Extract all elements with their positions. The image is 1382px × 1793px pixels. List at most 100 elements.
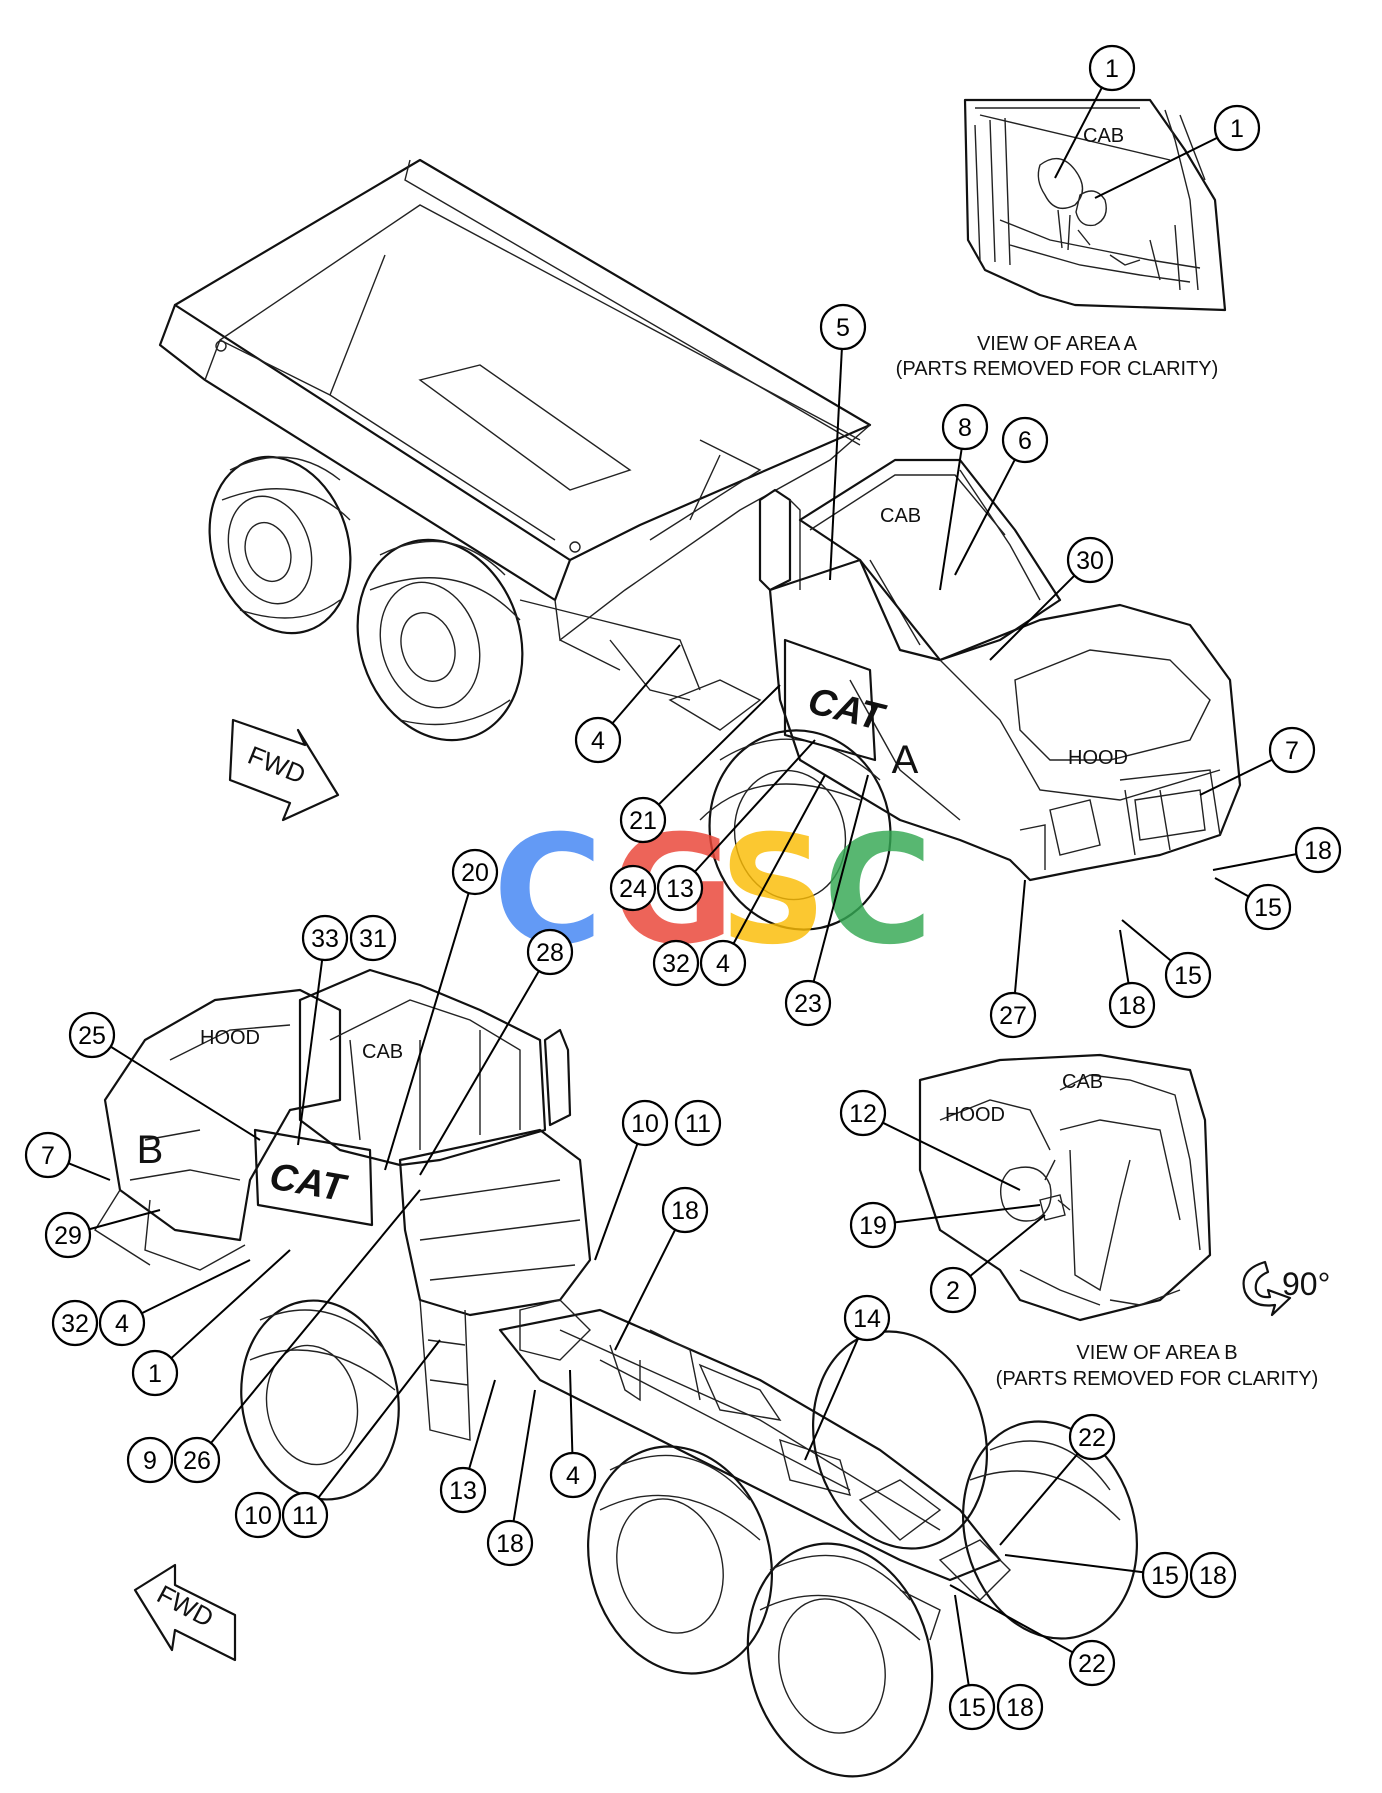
callout-bubble	[24, 1131, 72, 1179]
leader-line	[1004, 1554, 1144, 1574]
callout-bubble	[1066, 536, 1114, 584]
callout-bubble	[44, 1211, 92, 1259]
callout-bubble	[526, 928, 574, 976]
callout-number: 1	[1105, 55, 1119, 83]
callout-number: 19	[859, 1212, 887, 1240]
callout-bubble	[996, 1683, 1044, 1731]
callout-b-12: 12	[839, 1089, 887, 1137]
callout-number: 32	[662, 950, 690, 978]
callout-l-18b: 18	[486, 1519, 534, 1567]
callout-number: 30	[1076, 547, 1104, 575]
leader-line	[110, 1045, 261, 1141]
callout-number: 28	[536, 939, 564, 967]
callout-bubble	[486, 1519, 534, 1567]
leader-line	[141, 1259, 251, 1315]
callout-bubble	[941, 403, 989, 451]
upper-truck-drawing: CAB HOOD CAT A FWD	[158, 158, 1242, 931]
leader-line	[384, 892, 470, 1171]
callout-u-30: 30	[1066, 536, 1114, 584]
callout-bubble	[234, 1491, 282, 1539]
watermark-letter-c2: C	[823, 804, 933, 978]
callout-bubble	[1001, 416, 1049, 464]
leader-line	[170, 1249, 291, 1359]
callout-bubble	[301, 914, 349, 962]
callout-bubble	[1068, 1413, 1116, 1461]
callout-number: 18	[1199, 1562, 1227, 1590]
leader-line	[804, 1337, 860, 1461]
callout-l-15a: 15	[1141, 1551, 1189, 1599]
upper-cat-logo: CAT	[804, 680, 890, 740]
lower-area-b-marker: B	[137, 1128, 164, 1172]
callout-number: 10	[244, 1502, 272, 1530]
inset-a-cab-label: CAB	[1083, 125, 1124, 147]
callout-bubble	[574, 716, 622, 764]
callout-number: 27	[999, 1002, 1027, 1030]
callout-b-19: 19	[849, 1201, 897, 1249]
leader-line	[1119, 929, 1130, 984]
callout-bubble	[281, 1491, 329, 1539]
inset-view-area-b: CAB HOOD 90° VIEW OF AREA B (PARTS REMOV…	[918, 1053, 1330, 1390]
callout-number: 10	[631, 1110, 659, 1138]
callout-u-13: 13	[656, 864, 704, 912]
callout-number: 13	[449, 1477, 477, 1505]
callout-number: 4	[566, 1462, 580, 1490]
callout-number: 24	[619, 875, 647, 903]
callout-bubble	[674, 1099, 722, 1147]
callout-number: 33	[311, 925, 339, 953]
callout-number: 8	[958, 414, 972, 442]
callout-u-6: 6	[1001, 416, 1049, 464]
callout-number: 22	[1078, 1424, 1106, 1452]
callout-bubble	[839, 1089, 887, 1137]
callout-number: 4	[591, 727, 605, 755]
callout-u-27: 27	[989, 991, 1037, 1039]
callout-number: 4	[115, 1310, 129, 1338]
callout-bubble	[948, 1683, 996, 1731]
callout-bubble	[173, 1436, 221, 1484]
callout-l-25: 25	[68, 1011, 116, 1059]
view-a-caption-line2: (PARTS REMOVED FOR CLARITY)	[896, 358, 1219, 380]
callout-l-9: 9	[126, 1436, 174, 1484]
callout-bubble	[929, 1266, 977, 1314]
callout-number: 18	[671, 1197, 699, 1225]
callout-number: 23	[794, 990, 822, 1018]
callout-l-22a: 22	[1068, 1413, 1116, 1461]
rotation-label: 90°	[1282, 1266, 1330, 1302]
leader-line	[939, 448, 963, 591]
callout-number: 15	[1151, 1562, 1179, 1590]
leader-line	[1214, 877, 1250, 898]
callout-number: 25	[78, 1022, 106, 1050]
callout-bubble	[1244, 883, 1292, 931]
callout-number: 29	[54, 1222, 82, 1250]
callout-l-7: 7	[24, 1131, 72, 1179]
leader-line	[954, 459, 1016, 576]
leader-line	[1212, 853, 1297, 871]
callout-u-32: 32	[652, 939, 700, 987]
leader-line	[989, 574, 1076, 661]
callout-bubble	[619, 796, 667, 844]
callout-u-18a: 18	[1294, 826, 1342, 874]
callout-number: 6	[1018, 427, 1032, 455]
callout-bubble	[439, 1466, 487, 1514]
lower-fwd-text: FWD	[152, 1579, 218, 1633]
callout-number: 12	[849, 1100, 877, 1128]
leader-line	[611, 644, 681, 724]
callout-u-8: 8	[941, 403, 989, 451]
callout-bubble	[1088, 44, 1136, 92]
callout-bubble	[1213, 104, 1261, 152]
callout-bubble	[819, 303, 867, 351]
callout-bubble	[1108, 981, 1156, 1029]
view-b-caption-line2: (PARTS REMOVED FOR CLARITY)	[996, 1368, 1319, 1390]
callout-u-23: 23	[784, 979, 832, 1027]
leader-line	[419, 970, 540, 1176]
leader-line	[68, 1162, 111, 1181]
callout-number: 15	[958, 1694, 986, 1722]
callout-bubble	[51, 1299, 99, 1347]
callout-l-13: 13	[439, 1466, 487, 1514]
leader-line	[969, 1214, 1046, 1277]
callout-u-4b: 4	[574, 716, 622, 764]
callout-bubble	[1294, 826, 1342, 874]
callout-number: 7	[41, 1142, 55, 1170]
callout-l-18a: 18	[661, 1186, 709, 1234]
